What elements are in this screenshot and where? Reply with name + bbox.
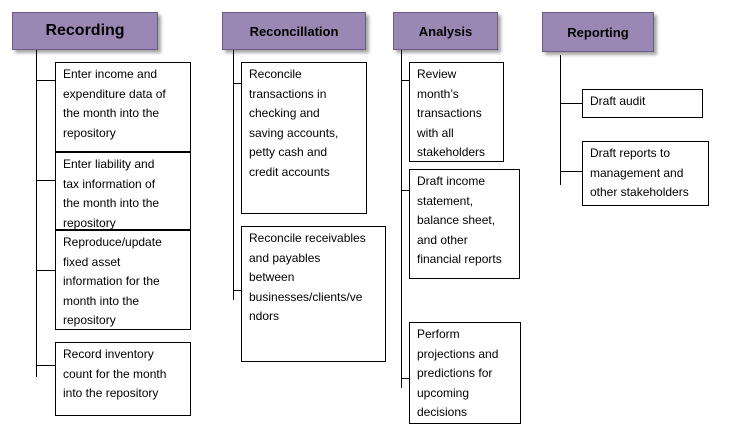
reconcillation-step-receivables-payables: Reconcile receivables and payables betwe… [241,226,386,362]
analysis-connector-2 [401,190,409,191]
reporting-step-draft-audit: Draft audit [582,89,703,118]
reconcillation-connector-2 [233,290,241,291]
analysis-connector-3 [401,378,409,379]
recording-connector-4 [36,365,55,366]
recording-step-liability-tax: Enter liability and tax information of t… [55,152,191,230]
recording-header: Recording [12,12,158,50]
analysis-step-projections: Perform projections and predictions for … [409,322,521,424]
recording-connector-3 [36,270,55,271]
reporting-connector-2 [560,171,582,172]
reporting-connector-trunk [560,55,561,185]
reconcillation-connector-1 [233,83,241,84]
recording-step-fixed-asset: Reproduce/update fixed asset information… [55,230,191,330]
reconcillation-header: Reconcillation [222,12,366,50]
recording-step-inventory: Record inventory count for the month int… [55,342,191,416]
analysis-step-draft-statements: Draft income statement, balance sheet, a… [409,169,520,279]
reporting-step-draft-reports: Draft reports to management and other st… [582,141,709,206]
analysis-connector-1 [401,80,409,81]
recording-step-income-expenditure: Enter income and expenditure data of the… [55,62,191,152]
recording-connector-2 [36,180,55,181]
reporting-connector-1 [560,103,582,104]
analysis-connector-trunk [401,50,402,388]
reconcillation-step-transactions: Reconcile transactions in checking and s… [241,62,367,214]
reconcillation-connector-trunk [233,50,234,300]
reporting-header: Reporting [542,12,654,52]
analysis-header: Analysis [393,12,498,50]
analysis-step-review: Review month’s transactions with all sta… [409,62,504,162]
recording-connector-1 [36,80,55,81]
recording-connector-trunk [36,50,37,377]
